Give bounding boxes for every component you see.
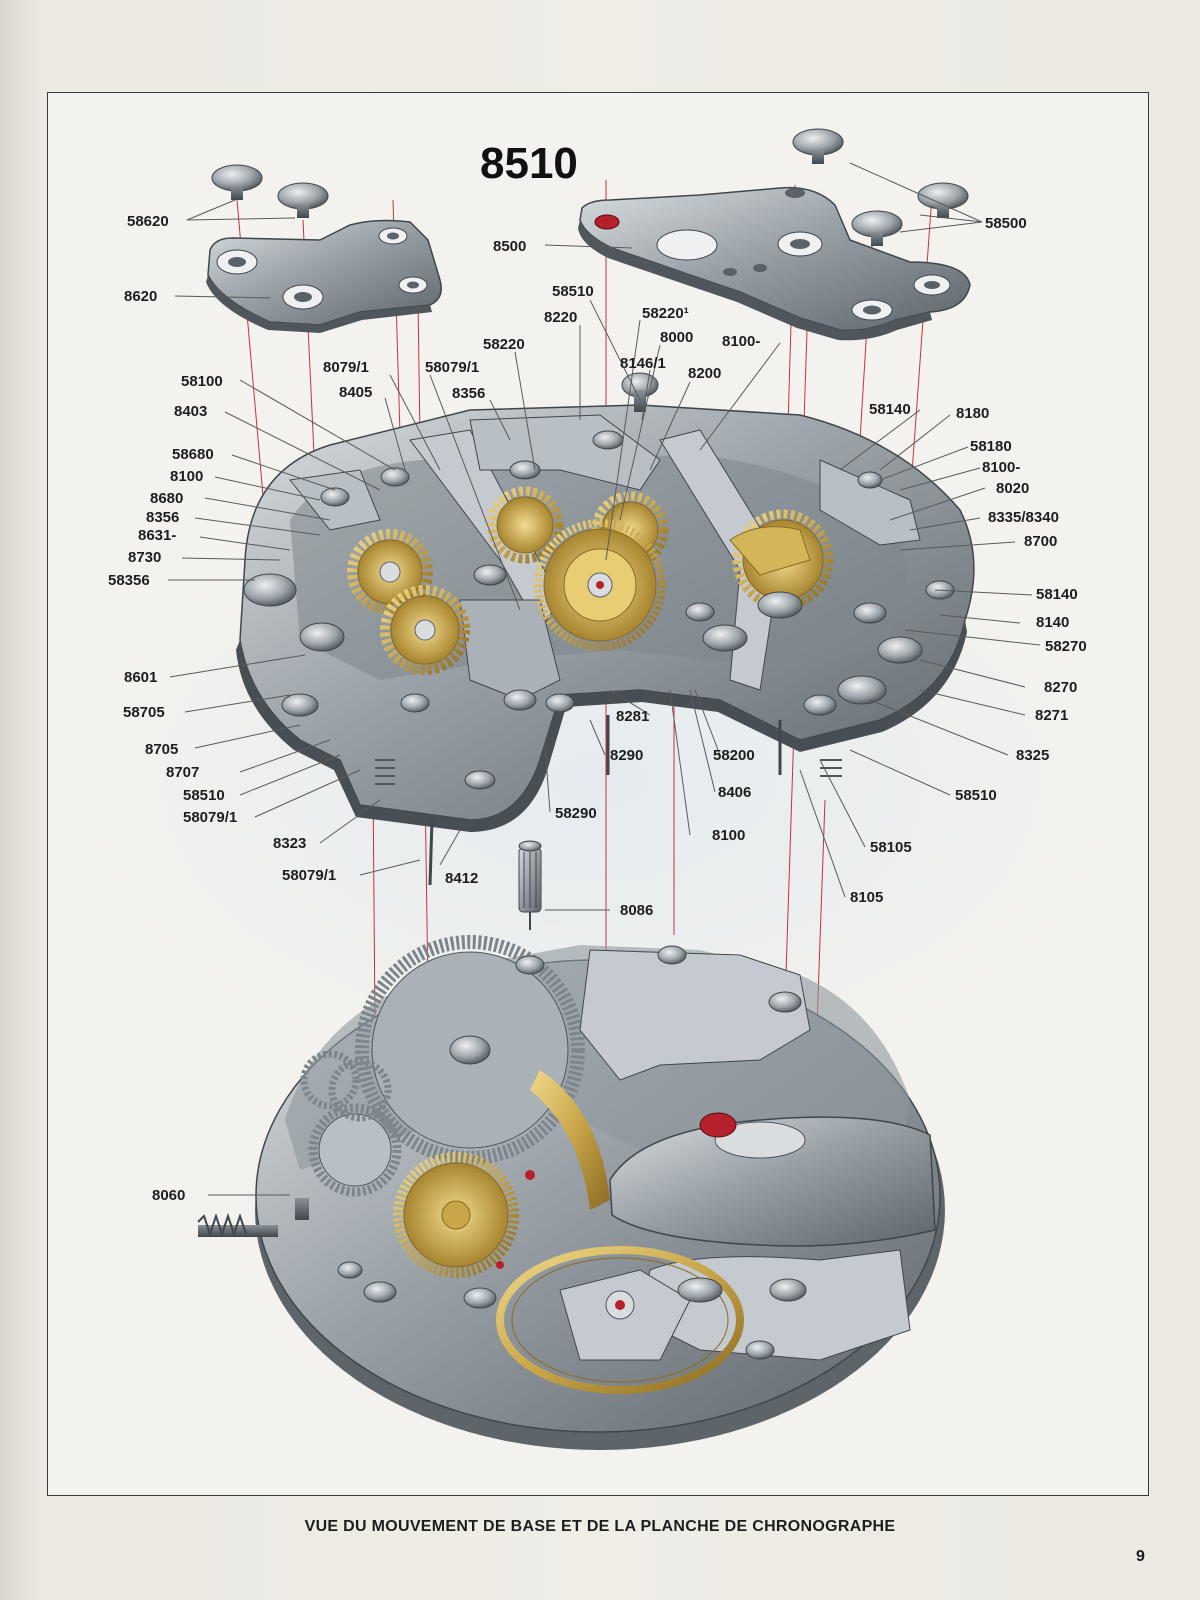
label-8412: 8412 <box>445 870 478 887</box>
label-8601: 8601 <box>124 669 157 686</box>
diagram-title: 8510 <box>480 139 578 188</box>
label-58270: 58270 <box>1045 638 1087 655</box>
label-8707: 8707 <box>166 764 199 781</box>
label-8500: 8500 <box>493 238 526 255</box>
plate-screws <box>243 430 955 790</box>
label-8705: 8705 <box>145 741 178 758</box>
base-movement <box>197 935 945 1450</box>
label-8631: 8631- <box>138 527 176 544</box>
label-58500: 58500 <box>985 215 1027 232</box>
part-labels: 58620 8620 8500 58500 58510 8220 58220¹ … <box>108 213 1087 1204</box>
label-8060: 8060 <box>152 1187 185 1204</box>
label-58620: 58620 <box>127 213 169 230</box>
chronograph-gears <box>347 486 834 675</box>
label-58079-1-top: 58079/1 <box>425 359 479 376</box>
label-8200: 8200 <box>688 365 721 382</box>
label-8325: 8325 <box>1016 747 1049 764</box>
leader-lines <box>168 162 1041 1196</box>
label-58180: 58180 <box>970 438 1012 455</box>
label-8620: 8620 <box>124 288 157 305</box>
label-8356-left: 8356 <box>146 509 179 526</box>
label-8680: 8680 <box>150 490 183 507</box>
label-8290: 8290 <box>610 747 643 764</box>
label-8086: 8086 <box>620 902 653 919</box>
label-58510-right: 58510 <box>955 787 997 804</box>
label-58510-top: 58510 <box>552 283 594 300</box>
label-58100: 58100 <box>181 373 223 390</box>
label-8146-1: 8146/1 <box>620 355 666 372</box>
label-8180: 8180 <box>956 405 989 422</box>
label-8000: 8000 <box>660 329 693 346</box>
label-58510-left: 58510 <box>183 787 225 804</box>
label-8271: 8271 <box>1035 707 1068 724</box>
bridge-8620 <box>206 219 442 333</box>
label-58140-right: 58140 <box>1036 586 1078 603</box>
label-8020: 8020 <box>996 480 1029 497</box>
screws-58500 <box>792 128 969 246</box>
label-8335-8340: 8335/8340 <box>988 509 1059 526</box>
label-8140: 8140 <box>1036 614 1069 631</box>
label-8100-top: 8100- <box>722 333 760 350</box>
label-8281: 8281 <box>616 708 649 725</box>
label-8100-right: 8100- <box>982 459 1020 476</box>
label-8356-top: 8356 <box>452 385 485 402</box>
figure-caption: VUE DU MOUVEMENT DE BASE ET DE LA PLANCH… <box>304 1518 896 1535</box>
label-8323: 8323 <box>273 835 306 852</box>
label-58140-top: 58140 <box>869 401 911 418</box>
plate-pins <box>428 715 782 886</box>
bridge-8500 <box>578 186 971 341</box>
label-58220-1: 58220¹ <box>642 305 689 322</box>
label-58220: 58220 <box>483 336 525 353</box>
label-58200: 58200 <box>713 747 755 764</box>
label-8403: 8403 <box>174 403 207 420</box>
label-8220: 8220 <box>544 309 577 326</box>
label-8270: 8270 <box>1044 679 1077 696</box>
label-58680: 58680 <box>172 446 214 463</box>
label-58079-1-mid: 58079/1 <box>183 809 237 826</box>
pinion-8086 <box>518 840 542 930</box>
label-8700: 8700 <box>1024 533 1057 550</box>
label-58290: 58290 <box>555 805 597 822</box>
label-8405: 8405 <box>339 384 372 401</box>
label-58079-1-bottom: 58079/1 <box>282 867 336 884</box>
label-8105: 8105 <box>850 889 883 906</box>
page-number: 9 <box>1136 1548 1145 1565</box>
label-58356: 58356 <box>108 572 150 589</box>
label-8100-bottom: 8100 <box>712 827 745 844</box>
label-8100-left: 8100 <box>170 468 203 485</box>
label-8079-1: 8079/1 <box>323 359 369 376</box>
label-58705: 58705 <box>123 704 165 721</box>
screws-58620 <box>211 164 329 218</box>
label-58105: 58105 <box>870 839 912 856</box>
label-8730: 8730 <box>128 549 161 566</box>
label-8406: 8406 <box>718 784 751 801</box>
